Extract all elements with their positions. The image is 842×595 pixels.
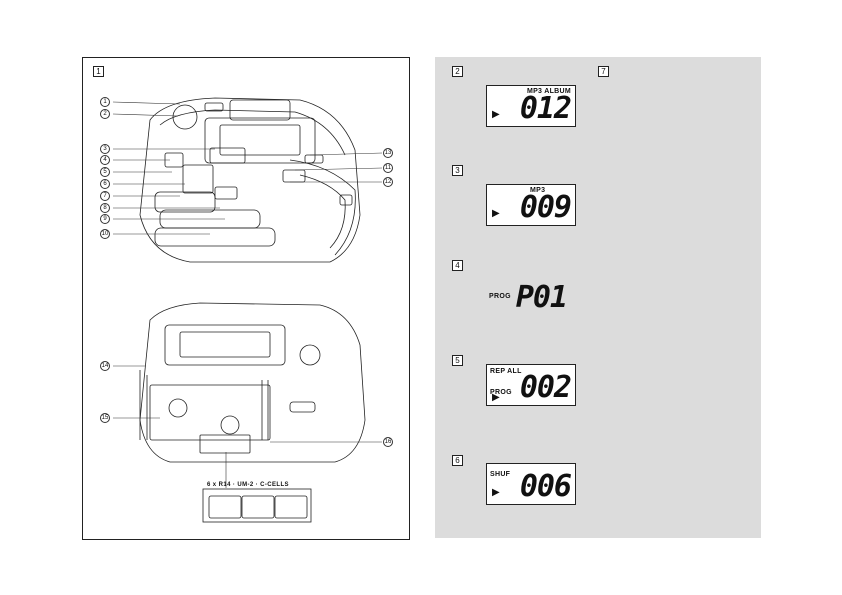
callout-4: 4 (100, 155, 110, 165)
lcd-labels: MP3 ALBUM (526, 88, 571, 95)
lcd-labels: SHUF (490, 471, 511, 478)
lcd-display-album: MP3 ALBUM ▶ 012 (486, 85, 576, 127)
callout-10: 10 (100, 229, 110, 239)
callout-11: 11 (383, 163, 393, 173)
callout-2: 2 (100, 109, 110, 119)
lcd-label-repeat: REP ALL (490, 368, 522, 375)
figure-number-3: 3 (452, 165, 463, 176)
play-icon: ▶ (492, 109, 500, 120)
battery-label: 6 x R14 · UM-2 · C-CELLS (207, 482, 289, 488)
figure-number-5: 5 (452, 355, 463, 366)
figure-number-2: 2 (452, 66, 463, 77)
lcd-labels: MP3 (530, 187, 546, 194)
lcd-label-prog: PROG (490, 389, 512, 396)
figure-number-7: 7 (598, 66, 609, 77)
play-icon: ▶ (492, 392, 500, 403)
callout-5: 5 (100, 167, 110, 177)
figure-number-4: 4 (452, 260, 463, 271)
play-icon: ▶ (492, 208, 500, 219)
lcd-display-mp3: MP3 ▶ 009 (486, 184, 576, 226)
callout-12: 12 (383, 177, 393, 187)
callout-13: 13 (383, 148, 393, 158)
callout-9: 9 (100, 214, 110, 224)
callout-14: 14 (100, 361, 110, 371)
device-overview-panel (82, 57, 410, 540)
lcd-digits: P01 (515, 280, 568, 315)
callout-1: 1 (100, 97, 110, 107)
lcd-display-program: PROG P01 (486, 278, 576, 316)
callout-3: 3 (100, 144, 110, 154)
display-examples-panel (435, 57, 761, 538)
callout-6: 6 (100, 179, 110, 189)
callout-8: 8 (100, 203, 110, 213)
lcd-digits: 006 (519, 469, 572, 504)
play-icon: ▶ (492, 487, 500, 498)
lcd-display-shuffle: SHUF ▶ 006 (486, 463, 576, 505)
lcd-digits: 009 (519, 190, 572, 225)
figure-number-1: 1 (93, 66, 104, 77)
lcd-digits: 002 (519, 370, 572, 405)
lcd-display-repeat: REP ALL PROG ▶ 002 (486, 364, 576, 406)
figure-number-6: 6 (452, 455, 463, 466)
callout-16: 16 (383, 437, 393, 447)
lcd-labels: PROG (489, 293, 511, 300)
callout-15: 15 (100, 413, 110, 423)
lcd-digits: 012 (519, 91, 572, 126)
callout-7: 7 (100, 191, 110, 201)
